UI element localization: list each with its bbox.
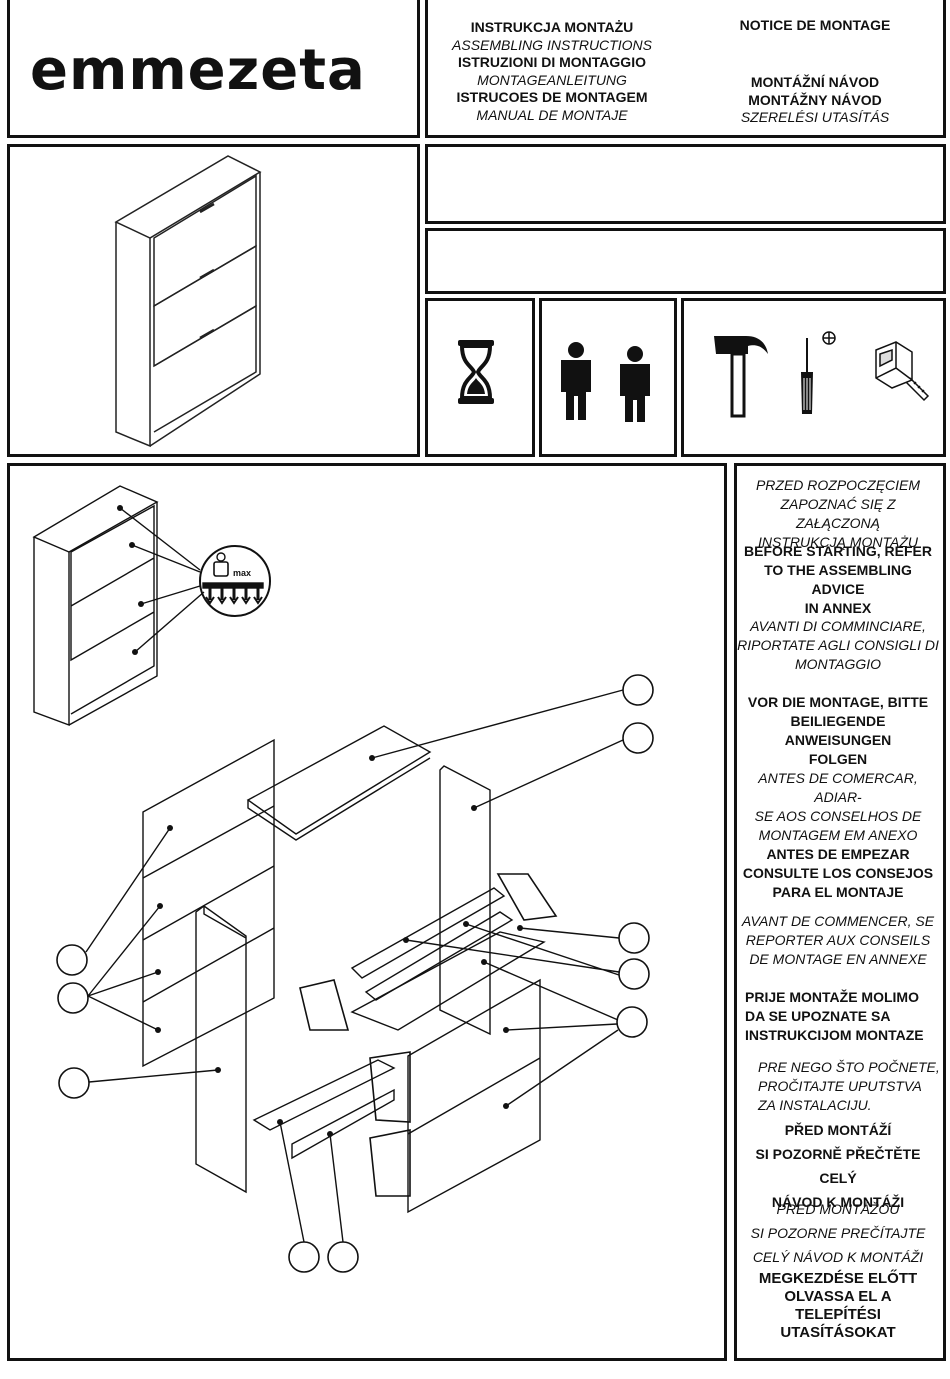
advice-it: AVANTI DI COMMINCIARE, RIPORTATE AGLI CO… — [737, 618, 939, 672]
advice-box — [734, 463, 946, 1361]
phillips-screwdriver-icon — [801, 331, 836, 414]
advice-sr: PRE NEGO ŠTO POČNETE, PROČITAJTE UPUTSTV… — [758, 1059, 940, 1113]
title-en: ASSEMBLING INSTRUCTIONS — [452, 36, 652, 53]
tape-measure-icon — [875, 341, 930, 402]
assembly-box — [7, 463, 727, 1361]
title-fr: NOTICE DE MONTAGE — [739, 17, 891, 33]
advice-sk: PRED MONTÁŽOU SI POZORNE PREČÍTAJTE CELÝ… — [750, 1201, 926, 1265]
advice-es: ANTES DE EMPEZAR CONSULTE LOS CONSEJOS P… — [742, 846, 934, 900]
title-pl: INSTRUKCJA MONTAŻU — [470, 19, 634, 35]
titles-left: INSTRUKCJA MONTAŻU ASSEMBLING INSTRUCTIO… — [430, 19, 674, 124]
blank-field-1 — [425, 144, 946, 224]
title-pt: ISTRUCOES DE MONTAGEM — [456, 89, 648, 105]
advice-cz: PŘED MONTÁŽÍ SI POZORNĚ PŘEČTĚTE CELÝ NÁ… — [755, 1122, 921, 1210]
title-hu: SZERELÉSI UTASÍTÁS — [740, 109, 890, 125]
advice-hu: MEGKEZDÉSE ELŐTT OLVASSA EL A TELEPÍTÉSI… — [758, 1270, 918, 1341]
titles-right: MONTÁŽNÍ NÁVOD MONTÁŽNY NÁVOD SZERELÉSI … — [700, 74, 930, 127]
title-de: MONTAGEANLEITUNG — [477, 71, 627, 88]
max-load-label: max — [233, 568, 252, 578]
tools-box — [681, 298, 946, 457]
hourglass-icon — [458, 340, 494, 404]
brand-logo: emmezeta — [30, 38, 366, 103]
blank-field-2 — [425, 228, 946, 294]
advice-pt: ANTES DE COMERCAR, ADIAR- SE AOS CONSELH… — [754, 770, 922, 843]
product-illustration — [114, 155, 262, 448]
title-cz: MONTÁŽNÍ NÁVOD — [750, 74, 880, 90]
title-sk: MONTÁŽNY NÁVOD — [748, 91, 882, 108]
titles-box — [425, 0, 946, 138]
title-es: MANUAL DE MONTAJE — [476, 106, 628, 123]
title-it: ISTRUZIONI DI MONTAGGIO — [458, 54, 646, 70]
advice-hr: PRIJE MONTAŽE MOLIMO DA SE UPOZNATE SA I… — [745, 989, 924, 1043]
advice-pl: PRZED ROZPOCZĘCIEM ZAPOZNAĆ SIĘ Z ZAŁĄCZ… — [755, 477, 921, 550]
exploded-assembly-diagram — [32, 485, 654, 1273]
hammer-icon — [714, 336, 768, 418]
advice-de: VOR DIE MONTAGE, BITTE BEILIEGENDE ANWEI… — [747, 694, 929, 767]
advice-fr: AVANT DE COMMENCER, SE REPORTER AUX CONS… — [741, 913, 935, 967]
logo-box — [7, 0, 420, 138]
two-persons-icon — [561, 342, 650, 422]
advice-en: BEFORE STARTING, REFER TO THE ASSEMBLING… — [744, 543, 932, 616]
max-load-icon — [199, 545, 271, 617]
small-cabinet-drawing — [32, 485, 159, 727]
